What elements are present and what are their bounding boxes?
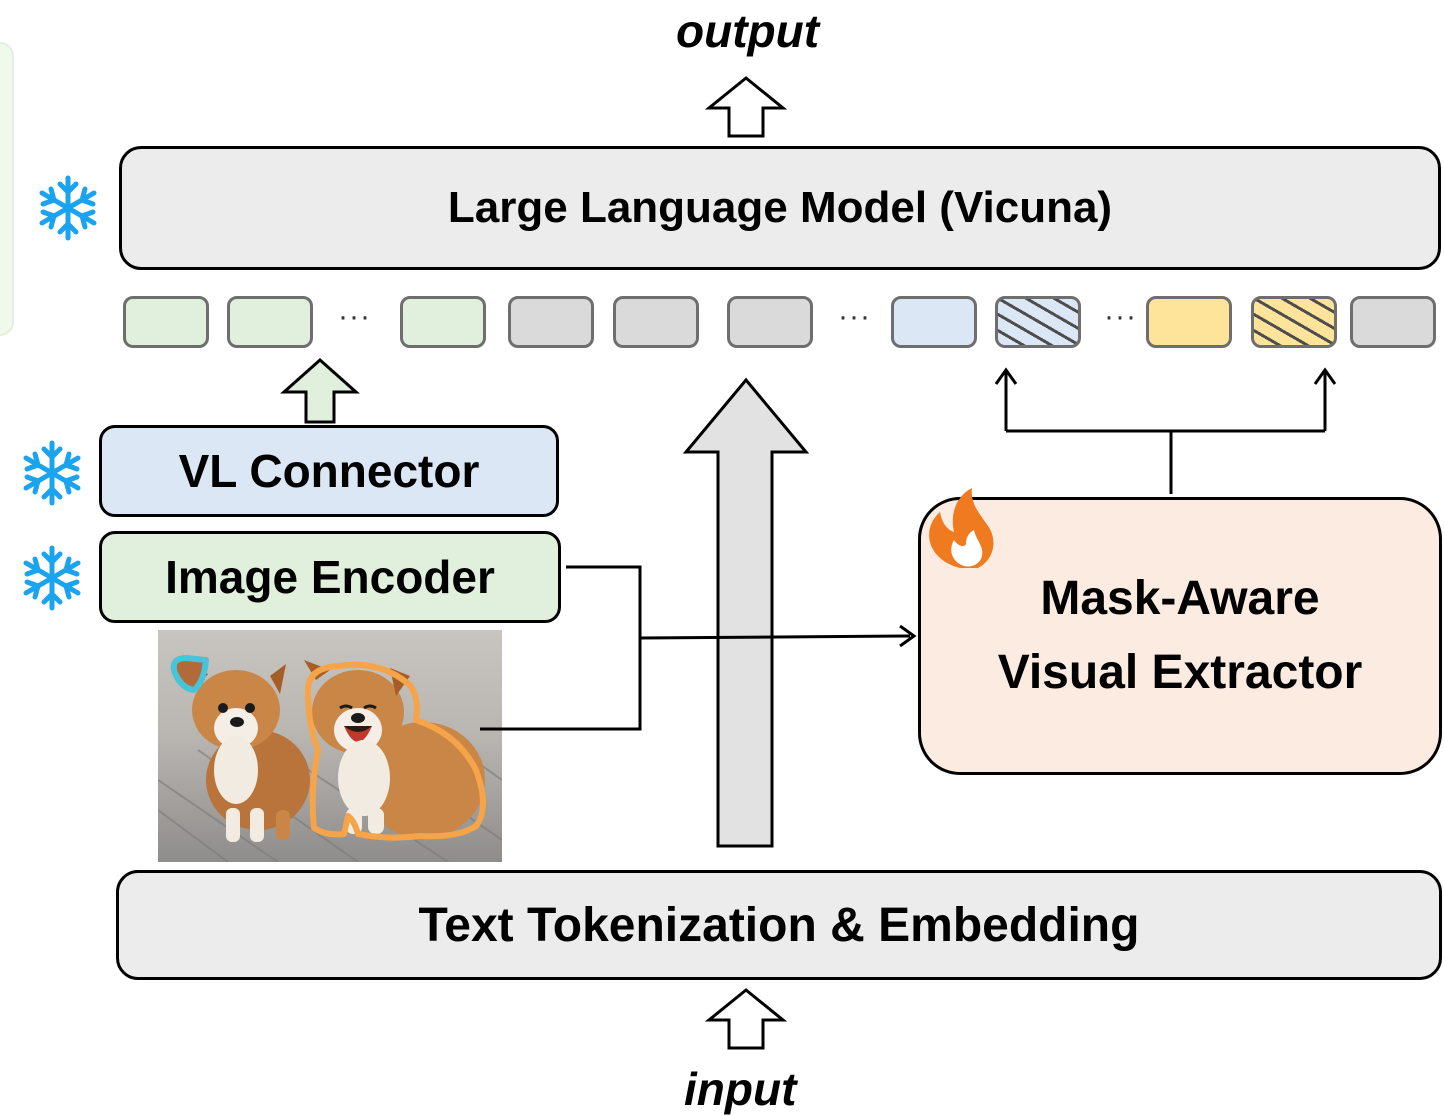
token-ellipsis: ··· xyxy=(338,300,371,333)
extractor-box: Mask-Aware Visual Extractor xyxy=(918,497,1442,775)
region-token xyxy=(891,296,977,348)
flame-icon xyxy=(929,488,994,568)
extractor-label-line1: Mask-Aware xyxy=(1040,572,1320,625)
text-token xyxy=(727,296,813,348)
region-token-hatched xyxy=(995,296,1081,348)
token-ellipsis: ··· xyxy=(1104,300,1137,333)
mask-outline-small xyxy=(170,655,209,693)
vl-connector-box: VL Connector xyxy=(99,425,559,517)
extractor-label-line2: Visual Extractor xyxy=(997,646,1363,699)
image-token xyxy=(123,296,209,348)
vl-connector-label: VL Connector xyxy=(178,445,480,497)
snowflake-icon xyxy=(23,545,81,611)
region-arrowhead-right xyxy=(1313,367,1337,385)
text-embedding-box: Text Tokenization & Embedding xyxy=(116,870,1442,980)
snowflake-icon xyxy=(23,440,81,506)
snowflake-icon xyxy=(39,175,97,241)
image-token xyxy=(400,296,486,348)
text-token xyxy=(613,296,699,348)
mask-outline-large xyxy=(305,661,486,841)
text-token xyxy=(508,296,594,348)
puppy-left xyxy=(184,664,310,842)
image-encoder-box: Image Encoder xyxy=(99,531,561,623)
region-token xyxy=(1146,296,1232,348)
image-encoder-label: Image Encoder xyxy=(165,551,495,603)
text-to-token-arrow xyxy=(682,377,810,848)
region-arrowhead-left xyxy=(994,367,1018,385)
connector-to-token-arrow xyxy=(280,357,360,424)
text-token xyxy=(1350,296,1436,348)
encoder-feature-line xyxy=(480,565,642,731)
region-token-hatched xyxy=(1251,296,1337,348)
output-label: output xyxy=(676,5,820,57)
input-label: input xyxy=(684,1063,797,1115)
output-arrow xyxy=(704,76,788,138)
token-ellipsis: ··· xyxy=(838,300,871,333)
input-arrow xyxy=(704,988,788,1050)
image-token xyxy=(227,296,313,348)
llm-label: Large Language Model (Vicuna) xyxy=(447,183,1113,232)
feature-to-extractor-line xyxy=(639,634,911,640)
text-embedding-label: Text Tokenization & Embedding xyxy=(418,898,1140,952)
input-image xyxy=(158,630,502,862)
llm-box: Large Language Model (Vicuna) xyxy=(119,146,1441,270)
feature-to-extractor-arrowhead xyxy=(899,624,917,648)
